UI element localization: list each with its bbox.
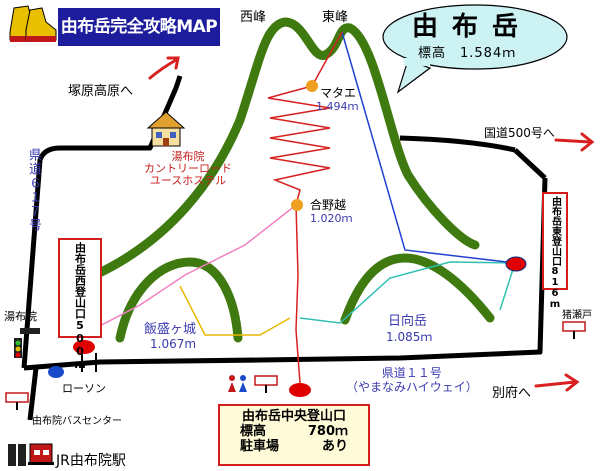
lawson-label: ローソン xyxy=(62,382,106,395)
route11-line: 県道１１号 xyxy=(381,366,442,380)
bubble-body xyxy=(382,4,568,70)
markers xyxy=(48,80,527,397)
west-trailhead-box: 由布岳西登山口500m xyxy=(58,238,102,371)
yellow-trail xyxy=(179,285,291,336)
route11-line: （やまなみハイウェイ） xyxy=(346,380,478,394)
direction-arrows xyxy=(148,56,595,392)
iimorigajo-label: 飯盛ヶ城 xyxy=(144,322,197,337)
central-parking-label: 駐車場 xyxy=(240,439,280,454)
hostel-label-line: 湯布院 xyxy=(171,150,205,163)
map-title: 由布岳完全攻略MAP xyxy=(58,8,220,46)
pink-trail xyxy=(91,204,297,331)
bus-stop-icon-inosedo xyxy=(562,321,586,339)
route11-label: 県道１１号 （やまなみハイウェイ） xyxy=(346,366,478,394)
route617-label: 県道６１７号 xyxy=(26,148,41,232)
matae-marker xyxy=(306,80,318,92)
central-parking-value: あり xyxy=(321,439,348,454)
hostel-building-icon xyxy=(146,111,186,147)
hiking-boots-icon xyxy=(9,5,57,42)
hyugadake-elevation: 1.085ｍ xyxy=(386,330,433,344)
matae-elevation: 1.494ｍ xyxy=(316,100,359,113)
iimorigajo-elevation: 1.067m xyxy=(150,337,197,351)
route500-label: 国道500号へ xyxy=(484,126,555,140)
gouyagoe-elevation: 1.020ｍ xyxy=(310,212,353,225)
route500-arrow xyxy=(554,132,595,152)
hyugadake-label: 日向岳 xyxy=(388,314,428,329)
central-elev-row: 標高 780ｍ xyxy=(220,425,368,438)
train-track-icon xyxy=(8,444,26,466)
east-trailhead-box: 由布岳東登山口816m xyxy=(542,192,568,310)
beppu-arrow xyxy=(534,373,580,392)
traffic-light-icon xyxy=(14,328,40,358)
hyugadake-ridge xyxy=(340,253,495,325)
bus-center-label: 由布院バスセンター xyxy=(32,416,122,427)
hostel-label: 湯布院 カントリーロード ユースホステル xyxy=(144,151,232,187)
gouyagoe-label: 合野越 xyxy=(310,198,347,212)
central-trailhead-name: 由布岳中央登山口 xyxy=(241,409,346,424)
main-ridge xyxy=(90,17,480,280)
road-617 xyxy=(21,75,183,369)
inosedo-label: 猪瀬戸 xyxy=(562,310,592,321)
station-label: JR由布院駅 xyxy=(56,453,126,469)
mountain-name: 由布岳 xyxy=(412,12,533,42)
bus-stop-icon xyxy=(5,392,29,410)
road-loop xyxy=(399,135,516,153)
east-peak-label: 東峰 xyxy=(322,10,349,25)
road-500 xyxy=(513,148,547,180)
central-elev-label: 標高 xyxy=(240,424,267,439)
mountain-bubble xyxy=(382,4,568,94)
east-red-trail xyxy=(311,31,343,87)
west-peak-label: 西峰 xyxy=(240,10,267,25)
blue-trail xyxy=(341,31,516,264)
beppu-label: 別府へ xyxy=(492,386,532,401)
tsukaharu-arrow xyxy=(148,56,180,80)
tsukaharu-label: 塚原高原へ xyxy=(68,84,134,99)
east-trailhead-label: 由布岳東登山口816m xyxy=(549,196,561,310)
hostel-label-line: カントリーロード xyxy=(144,162,232,175)
central-trailhead-box: 由布岳中央登山口 標高 780ｍ 駐車場 あり xyxy=(218,404,370,466)
west-trailhead-marker xyxy=(73,340,95,354)
lawson-marker xyxy=(48,366,64,378)
matae-label: マタエ xyxy=(320,86,357,100)
central-trailhead-marker xyxy=(289,383,311,397)
gouyagoe-marker xyxy=(291,199,303,211)
restroom-icon xyxy=(228,375,247,392)
hostel-label-line: ユースホステル xyxy=(149,174,227,187)
train-icon xyxy=(28,443,54,465)
road-south xyxy=(27,367,39,421)
iimorigajo-ridge xyxy=(115,257,243,343)
roads xyxy=(21,75,548,421)
central-parking-row: 駐車場 あり xyxy=(220,440,368,453)
east-trailhead-marker xyxy=(505,256,527,272)
mountain-elevation: 標高 1.584ｍ xyxy=(418,46,517,61)
west-trailhead-label: 由布岳西登山口500m xyxy=(73,242,87,371)
ridges xyxy=(90,17,495,343)
central-zigzag xyxy=(267,85,331,384)
yufuin-label: 湯布院 xyxy=(4,310,37,323)
road-11 xyxy=(23,177,548,371)
central-elev-value: 780ｍ xyxy=(307,424,348,439)
bus-stop-icon-central xyxy=(254,375,278,393)
